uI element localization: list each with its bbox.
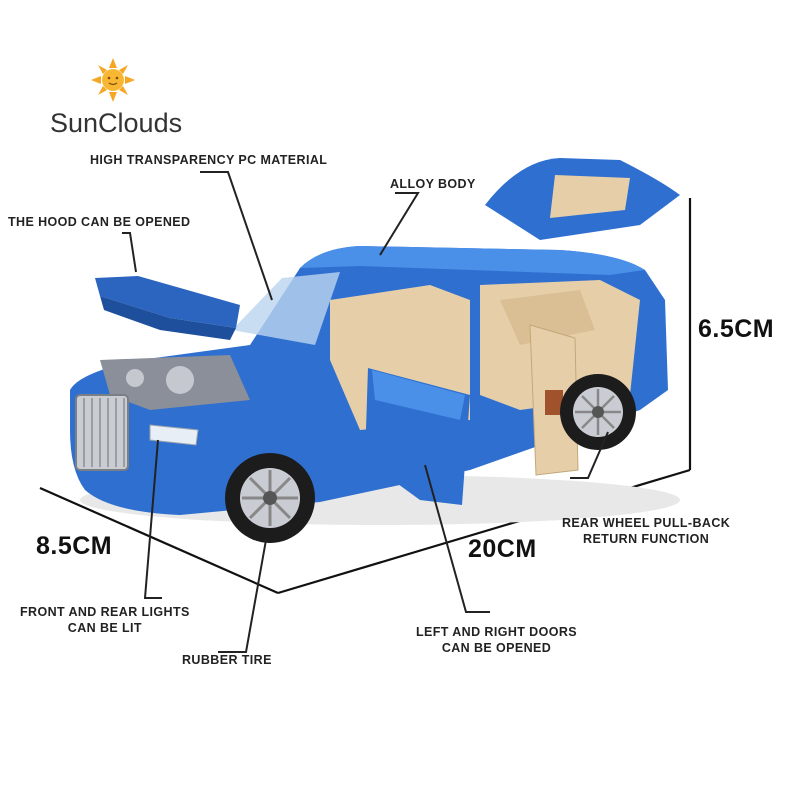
callout-lights-line1: FRONT AND REAR LIGHTS [20,605,190,619]
callout-doors: LEFT AND RIGHT DOORS CAN BE OPENED [416,624,577,656]
callout-lights-line2: CAN BE LIT [67,621,142,635]
car-model [70,158,680,543]
callout-pullback-line2: RETURN FUNCTION [583,532,710,546]
callout-pullback-line1: REAR WHEEL PULL-BACK [562,516,731,530]
callout-doors-line2: CAN BE OPENED [441,641,552,655]
callout-lights: FRONT AND REAR LIGHTS CAN BE LIT [20,604,190,636]
callout-alloy-body: ALLOY BODY [390,177,476,191]
callout-pullback: REAR WHEEL PULL-BACK RETURN FUNCTION [562,515,730,547]
sun-icon [91,58,135,102]
callout-doors-line1: LEFT AND RIGHT DOORS [416,625,578,639]
leader-lines [122,171,609,653]
dimension-height: 6.5CM [698,315,775,343]
brand-logo: SunClouds [50,108,183,138]
callout-pc-material: HIGH TRANSPARENCY PC MATERIAL [90,153,328,167]
dimension-length: 20CM [468,535,537,563]
callout-tire: RUBBER TIRE [182,653,272,667]
dimension-width: 8.5CM [36,532,113,560]
callout-hood: THE HOOD CAN BE OPENED [8,215,191,229]
